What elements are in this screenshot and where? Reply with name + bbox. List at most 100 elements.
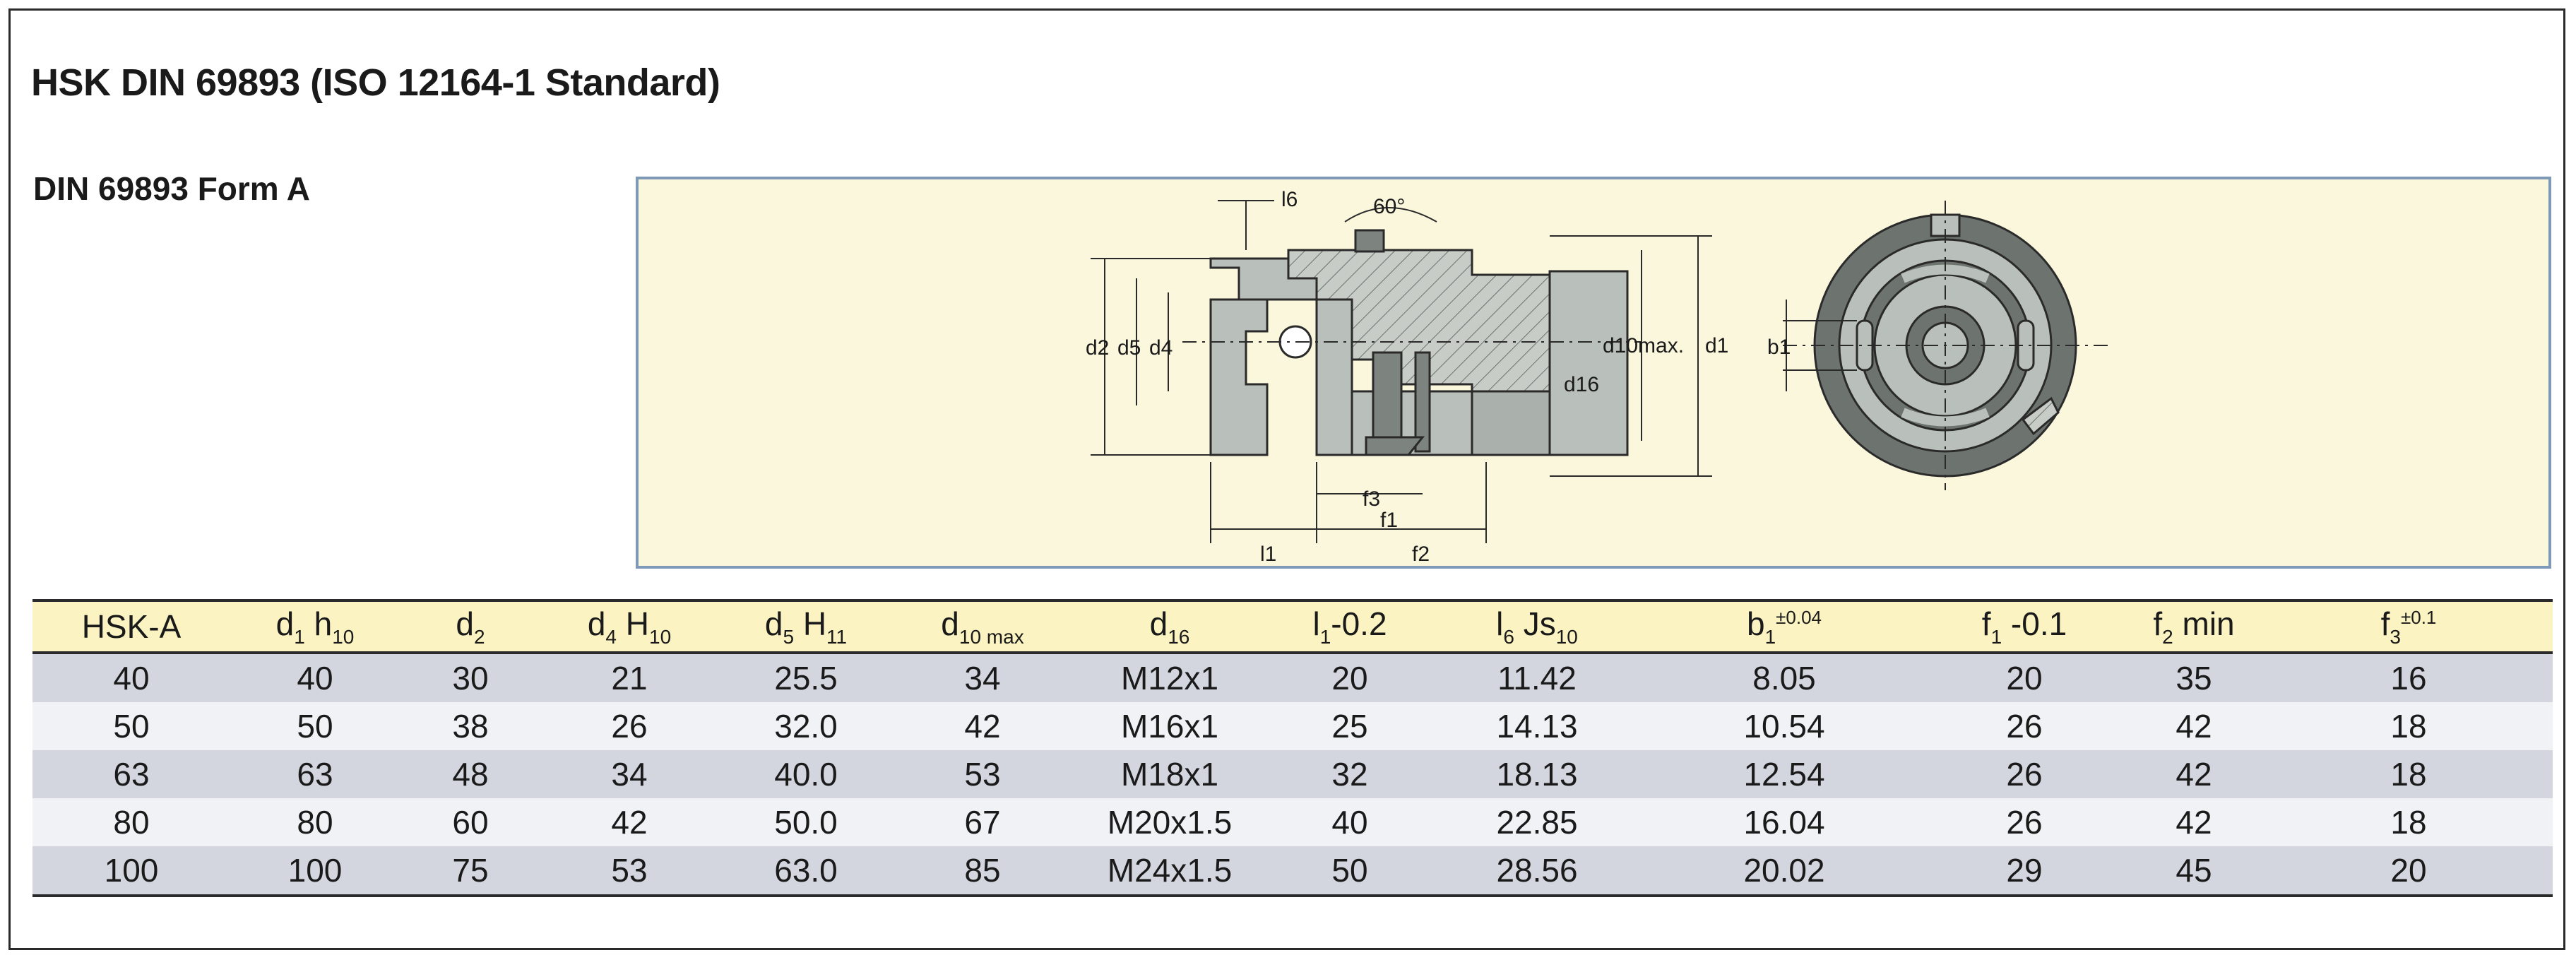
column-header: d2 bbox=[400, 599, 541, 654]
table-cell: 12.54 bbox=[1743, 756, 1825, 793]
table-cell: 50 bbox=[1269, 846, 1431, 897]
column-header-subscript: 3 bbox=[2390, 626, 2401, 648]
column-header-tolerance: min bbox=[2173, 605, 2235, 642]
table-cell: 14.13 bbox=[1496, 708, 1578, 745]
table-cell: 10.54 bbox=[1743, 708, 1825, 745]
table-cell: 34 bbox=[611, 756, 648, 793]
column-header: d1 h10 bbox=[230, 599, 400, 654]
column-header-tolerance: H bbox=[617, 605, 649, 642]
column-header: l1-0.2 bbox=[1269, 599, 1431, 654]
label-l6: l6 bbox=[1281, 188, 1298, 211]
column-header-tolerance: h bbox=[304, 605, 333, 642]
side-section-view bbox=[1209, 229, 1629, 456]
table-cell: 42 bbox=[611, 804, 648, 841]
page-title: HSK DIN 69893 (ISO 12164-1 Standard) bbox=[31, 61, 720, 104]
column-header-symbol: d bbox=[587, 605, 606, 642]
table-cell: 53 bbox=[964, 756, 1001, 793]
column-header-subscript: 6 bbox=[1503, 626, 1514, 648]
table-cell: 29 bbox=[1925, 846, 2123, 897]
table-cell: 80 bbox=[297, 804, 333, 841]
column-header-symbol: f bbox=[1981, 605, 1991, 642]
table-cell: 35 bbox=[2176, 660, 2212, 697]
column-header-symbol: f bbox=[2153, 605, 2163, 642]
table-cell: 16 bbox=[2390, 660, 2427, 697]
label-d5: d5 bbox=[1117, 336, 1141, 360]
column-header-superscript: ±0.1 bbox=[2400, 607, 2437, 628]
table-cell: 30 bbox=[452, 660, 489, 697]
table-cell: 20.02 bbox=[1643, 846, 1925, 897]
table-cell: 16.04 bbox=[1743, 804, 1825, 841]
column-header-subscript: 5 bbox=[783, 626, 795, 648]
table-cell: 50 bbox=[113, 708, 150, 745]
column-header-subscript: 1 bbox=[1764, 626, 1776, 648]
table-cell: 40 bbox=[1331, 804, 1368, 841]
label-f3: f3 bbox=[1363, 487, 1380, 511]
column-header-symbol: HSK-A bbox=[81, 608, 182, 645]
table-cell: 18 bbox=[2390, 756, 2427, 793]
table-cell: 21 bbox=[611, 660, 648, 697]
label-f1: f1 bbox=[1380, 509, 1398, 532]
table-cell: 42 bbox=[2176, 756, 2212, 793]
table-cell: 25 bbox=[1331, 708, 1368, 745]
column-header-tolerance: Js bbox=[1514, 605, 1556, 642]
label-f2: f2 bbox=[1412, 543, 1430, 566]
label-b1: b1 bbox=[1767, 336, 1791, 359]
table-cell: 67 bbox=[964, 804, 1001, 841]
table-cell: 40 bbox=[297, 660, 333, 697]
technical-drawing: l6 60° d2 d5 d4 d16 d10max. d1 f3 f1 l1 … bbox=[1086, 188, 2108, 566]
column-header: f1 -0.1 bbox=[1925, 599, 2123, 654]
column-header-symbol: b bbox=[1746, 605, 1765, 642]
column-header: d10 max bbox=[894, 599, 1071, 654]
table-cell: 40.0 bbox=[774, 756, 838, 793]
table-cell: 100 bbox=[32, 846, 230, 897]
label-d1: d1 bbox=[1705, 334, 1728, 357]
table-cell: M16x1 bbox=[1120, 708, 1219, 745]
column-header-symbol: l bbox=[1312, 605, 1320, 642]
column-header: d5 H11 bbox=[718, 599, 894, 654]
label-l1: l1 bbox=[1260, 543, 1276, 566]
table-cell: M24x1.5 bbox=[1071, 846, 1269, 897]
table-cell: 20 bbox=[2006, 660, 2043, 697]
column-header-subscript: 1 bbox=[1990, 626, 2002, 648]
table-cell: 75 bbox=[400, 846, 541, 897]
column-header-subscript: 4 bbox=[605, 626, 617, 648]
table-cell: 26 bbox=[2006, 804, 2043, 841]
document-frame bbox=[8, 8, 2565, 950]
column-header-tolerance-grade: 11 bbox=[826, 626, 848, 648]
table-cell: 28.56 bbox=[1431, 846, 1643, 897]
technical-drawing-panel: l6 60° d2 d5 d4 d16 d10max. d1 f3 f1 l1 … bbox=[636, 177, 2551, 569]
column-header-subscript: 1 bbox=[1319, 626, 1331, 648]
table-cell: 34 bbox=[964, 660, 1001, 697]
table-cell: 80 bbox=[113, 804, 150, 841]
column-header-subscript: 2 bbox=[2162, 626, 2173, 648]
column-header-subscript: 10 max bbox=[958, 626, 1024, 648]
column-header-subscript: 1 bbox=[294, 626, 305, 648]
label-d4: d4 bbox=[1149, 336, 1173, 360]
column-header: l6 Js10 bbox=[1431, 599, 1643, 654]
table-cell: 26 bbox=[2006, 708, 2043, 745]
label-angle: 60° bbox=[1373, 195, 1405, 218]
column-header-symbol: d bbox=[1149, 605, 1168, 642]
table-cell: 20 bbox=[1331, 660, 1368, 697]
column-header: HSK-A bbox=[32, 599, 230, 654]
table-cell: 18 bbox=[2390, 804, 2427, 841]
table-cell: 32 bbox=[1331, 756, 1368, 793]
table-cell: M12x1 bbox=[1120, 660, 1219, 697]
column-header: f3±0.1 bbox=[2265, 599, 2553, 654]
column-header-tolerance: -0.1 bbox=[2002, 605, 2067, 642]
column-header-symbol: d bbox=[456, 605, 474, 642]
column-header-tolerance-grade: 10 bbox=[1555, 626, 1578, 648]
column-header-tolerance: -0.2 bbox=[1331, 605, 1387, 642]
column-header-superscript: ±0.04 bbox=[1776, 607, 1822, 628]
table-cell: 50.0 bbox=[774, 804, 838, 841]
table-cell: 42 bbox=[2176, 804, 2212, 841]
table-cell: 42 bbox=[2176, 708, 2212, 745]
table-cell: 32.0 bbox=[774, 708, 838, 745]
table-cell: 11.42 bbox=[1497, 660, 1577, 697]
